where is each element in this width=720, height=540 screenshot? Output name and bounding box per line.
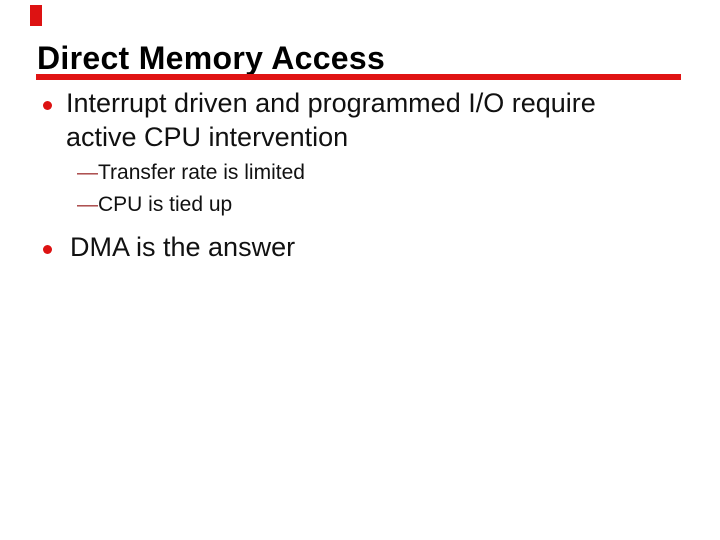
slide-title: Direct Memory Access <box>37 40 386 76</box>
bullet-item: Interrupt driven and programmed I/O requ… <box>66 86 596 154</box>
sub-bullet-item: —Transfer rate is limited <box>77 160 305 186</box>
dash-icon: — <box>77 193 98 216</box>
bullet-line: Interrupt driven and programmed I/O requ… <box>66 88 596 118</box>
cursor-marker <box>30 5 42 26</box>
dash-icon: — <box>77 161 98 184</box>
bullet-dot-icon <box>43 101 52 110</box>
bullet-line: DMA is the answer <box>70 232 296 262</box>
sub-bullet-item: —CPU is tied up <box>77 192 232 218</box>
sub-bullet-label: Transfer rate is limited <box>98 161 305 184</box>
bullet-line: active CPU intervention <box>66 122 349 152</box>
title-underline-rule <box>36 74 681 80</box>
bullet-dot-icon <box>43 245 52 254</box>
bullet-item: DMA is the answer <box>70 230 295 264</box>
sub-bullet-label: CPU is tied up <box>98 193 233 216</box>
